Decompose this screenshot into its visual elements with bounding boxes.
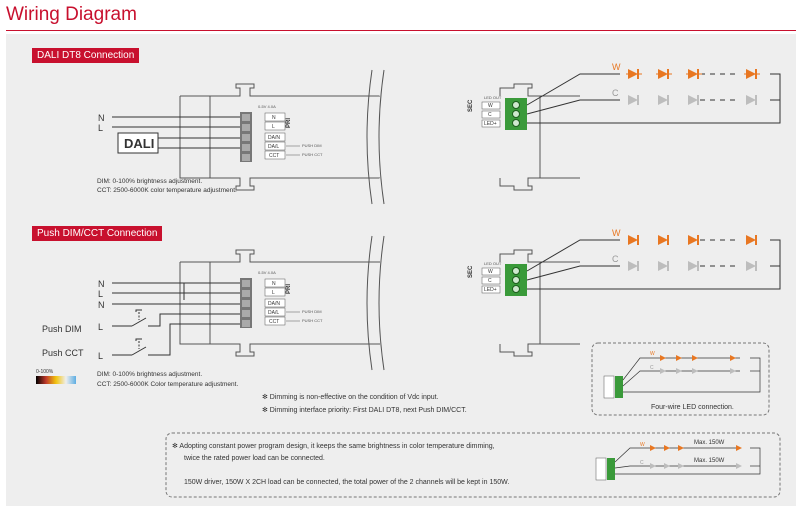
terminal-w-1: W (488, 103, 493, 109)
driver-body-2 (179, 249, 580, 357)
port-right-side-2: SEC (468, 265, 474, 278)
port-right-side-1: SEC (468, 99, 474, 112)
push-dim-input-l: L (98, 322, 103, 332)
output-wires-2 (526, 239, 781, 290)
input-label-n2-2: N (98, 300, 105, 310)
terminal-w-2: W (488, 269, 493, 275)
terminal-dan-1: DA/N (268, 135, 280, 141)
title-rule (6, 30, 796, 31)
cct-gradient-bar (36, 376, 76, 384)
terminal-ledplus-1: LED+ (484, 121, 497, 127)
terminal-l-1: L (272, 124, 275, 130)
port-left-dim-2: PUSH DIM (302, 309, 322, 314)
terminal-block-right-2: SEC LED OUT W C LED+ (468, 261, 527, 296)
terminal-l-2: L (272, 290, 275, 296)
port-right-top-2: LED OUT (484, 261, 502, 266)
terminal-n-2: N (272, 281, 276, 287)
terminal-ledplus-2: LED+ (484, 287, 497, 293)
terminal-dan-2: DA/N (268, 301, 280, 307)
input-wires-2 (112, 282, 244, 356)
inset-led-label-w: W (650, 351, 655, 357)
footer-note: ✻ Adopting constant power program design… (165, 432, 781, 498)
terminal-c-2: C (488, 278, 492, 284)
section-tag-dali: DALI DT8 Connection (32, 48, 140, 63)
terminal-c-1: C (488, 112, 492, 118)
led-label-w-2: W (612, 228, 621, 238)
remark-priority: ✻ Dimming interface priority: First DALI… (262, 406, 467, 414)
page-title: Wiring Diagram (6, 4, 137, 25)
note-cct-1: CCT: 2500-6000K color temperature adjust… (97, 187, 237, 194)
terminal-cct-2: CCT (269, 319, 279, 325)
break-marks-2 (366, 235, 385, 371)
dali-box (117, 132, 159, 154)
note-cct-2: CCT: 2500-6000K Color temperature adjust… (97, 381, 238, 388)
led-row-cool-2 (628, 261, 757, 271)
port-left-top-2: 0-5V 4.0A (258, 270, 276, 275)
port-left-side-2: PRI (286, 284, 292, 294)
terminal-block-left-2 (240, 278, 252, 328)
terminal-cct-1: CCT (269, 153, 279, 159)
break-marks-1 (366, 69, 385, 205)
port-left-cct-1: PUSH CCT (302, 152, 323, 157)
footer-led-label-c: C (640, 460, 644, 466)
inset-caption: Four-wire LED connection. (651, 404, 734, 411)
output-wires-1 (526, 73, 781, 124)
terminal-labels-left-2: 0-5V 4.0A N L DA/N DA/L CCT PRI PUSH DIM… (258, 270, 323, 326)
push-dim-label: Push DIM (42, 324, 82, 334)
led-row-warm-1 (626, 69, 760, 79)
led-label-w-1: W (612, 62, 621, 72)
led-label-c-1: C (612, 88, 619, 98)
driver-body-1 (179, 80, 580, 194)
terminal-n-1: N (272, 115, 276, 121)
footer-max-1: Max. 150W (694, 440, 725, 446)
push-cct-label: Push CCT (42, 348, 84, 358)
led-row-cool-1 (628, 95, 757, 105)
led-label-c-2: C (612, 254, 619, 264)
gradient-label: 0-100% (36, 369, 54, 375)
input-label-n-2: N (98, 279, 105, 289)
footer-led-label-w: W (640, 442, 645, 448)
dali-box-label: DALI (124, 136, 154, 151)
footer-line-2: twice the rated power load can be connec… (184, 455, 325, 462)
port-left-cct-2: PUSH CCT (302, 318, 323, 323)
input-label-n-1: N (98, 113, 105, 123)
port-left-dim-1: PUSH DIM (302, 143, 322, 148)
terminal-dal-2: DA/L (268, 310, 279, 316)
four-wire-inset: W C Four-wire LED connection. (591, 342, 770, 416)
section-dali: N L DALI 0-5V 4.0A N L DA/N DA/L CCT PRI (97, 62, 781, 205)
led-row-warm-2 (628, 235, 757, 245)
diagram-panel (6, 34, 796, 506)
section-tag-push: Push DIM/CCT Connection (32, 226, 163, 241)
port-right-top-1: LED OUT (484, 95, 502, 100)
section-push: N L N Push DIM L Push CCT L 0-100% 0-5V … (36, 228, 781, 416)
push-cct-input-l: L (98, 351, 103, 361)
input-label-l-2: L (98, 289, 103, 299)
port-left-side-1: PRI (286, 118, 292, 128)
footer-max-2: Max. 150W (694, 458, 725, 464)
note-dim-2: DIM: 0-100% brightness adjustment. (97, 371, 202, 378)
terminal-block-right-1: SEC LED OUT W C LED+ (468, 95, 527, 130)
input-label-l-1: L (98, 123, 103, 133)
input-wires-1 (112, 116, 244, 149)
terminal-block-left-1 (240, 112, 252, 162)
footer-line-3: 150W driver, 150W X 2CH load can be conn… (184, 479, 509, 486)
inset-led-label-c: C (650, 365, 654, 371)
terminal-labels-left-1: 0-5V 4.0A N L DA/N DA/L CCT PRI PUSH DIM… (258, 104, 323, 160)
terminal-dal-1: DA/L (268, 144, 279, 150)
remark-vdc: ✻ Dimming is non-effective on the condit… (262, 393, 439, 401)
port-left-top-1: 0-5V 4.0A (258, 104, 276, 109)
note-dim-1: DIM: 0-100% brightness adjustment. (97, 178, 202, 185)
footer-line-1: ✻ Adopting constant power program design… (172, 442, 495, 450)
